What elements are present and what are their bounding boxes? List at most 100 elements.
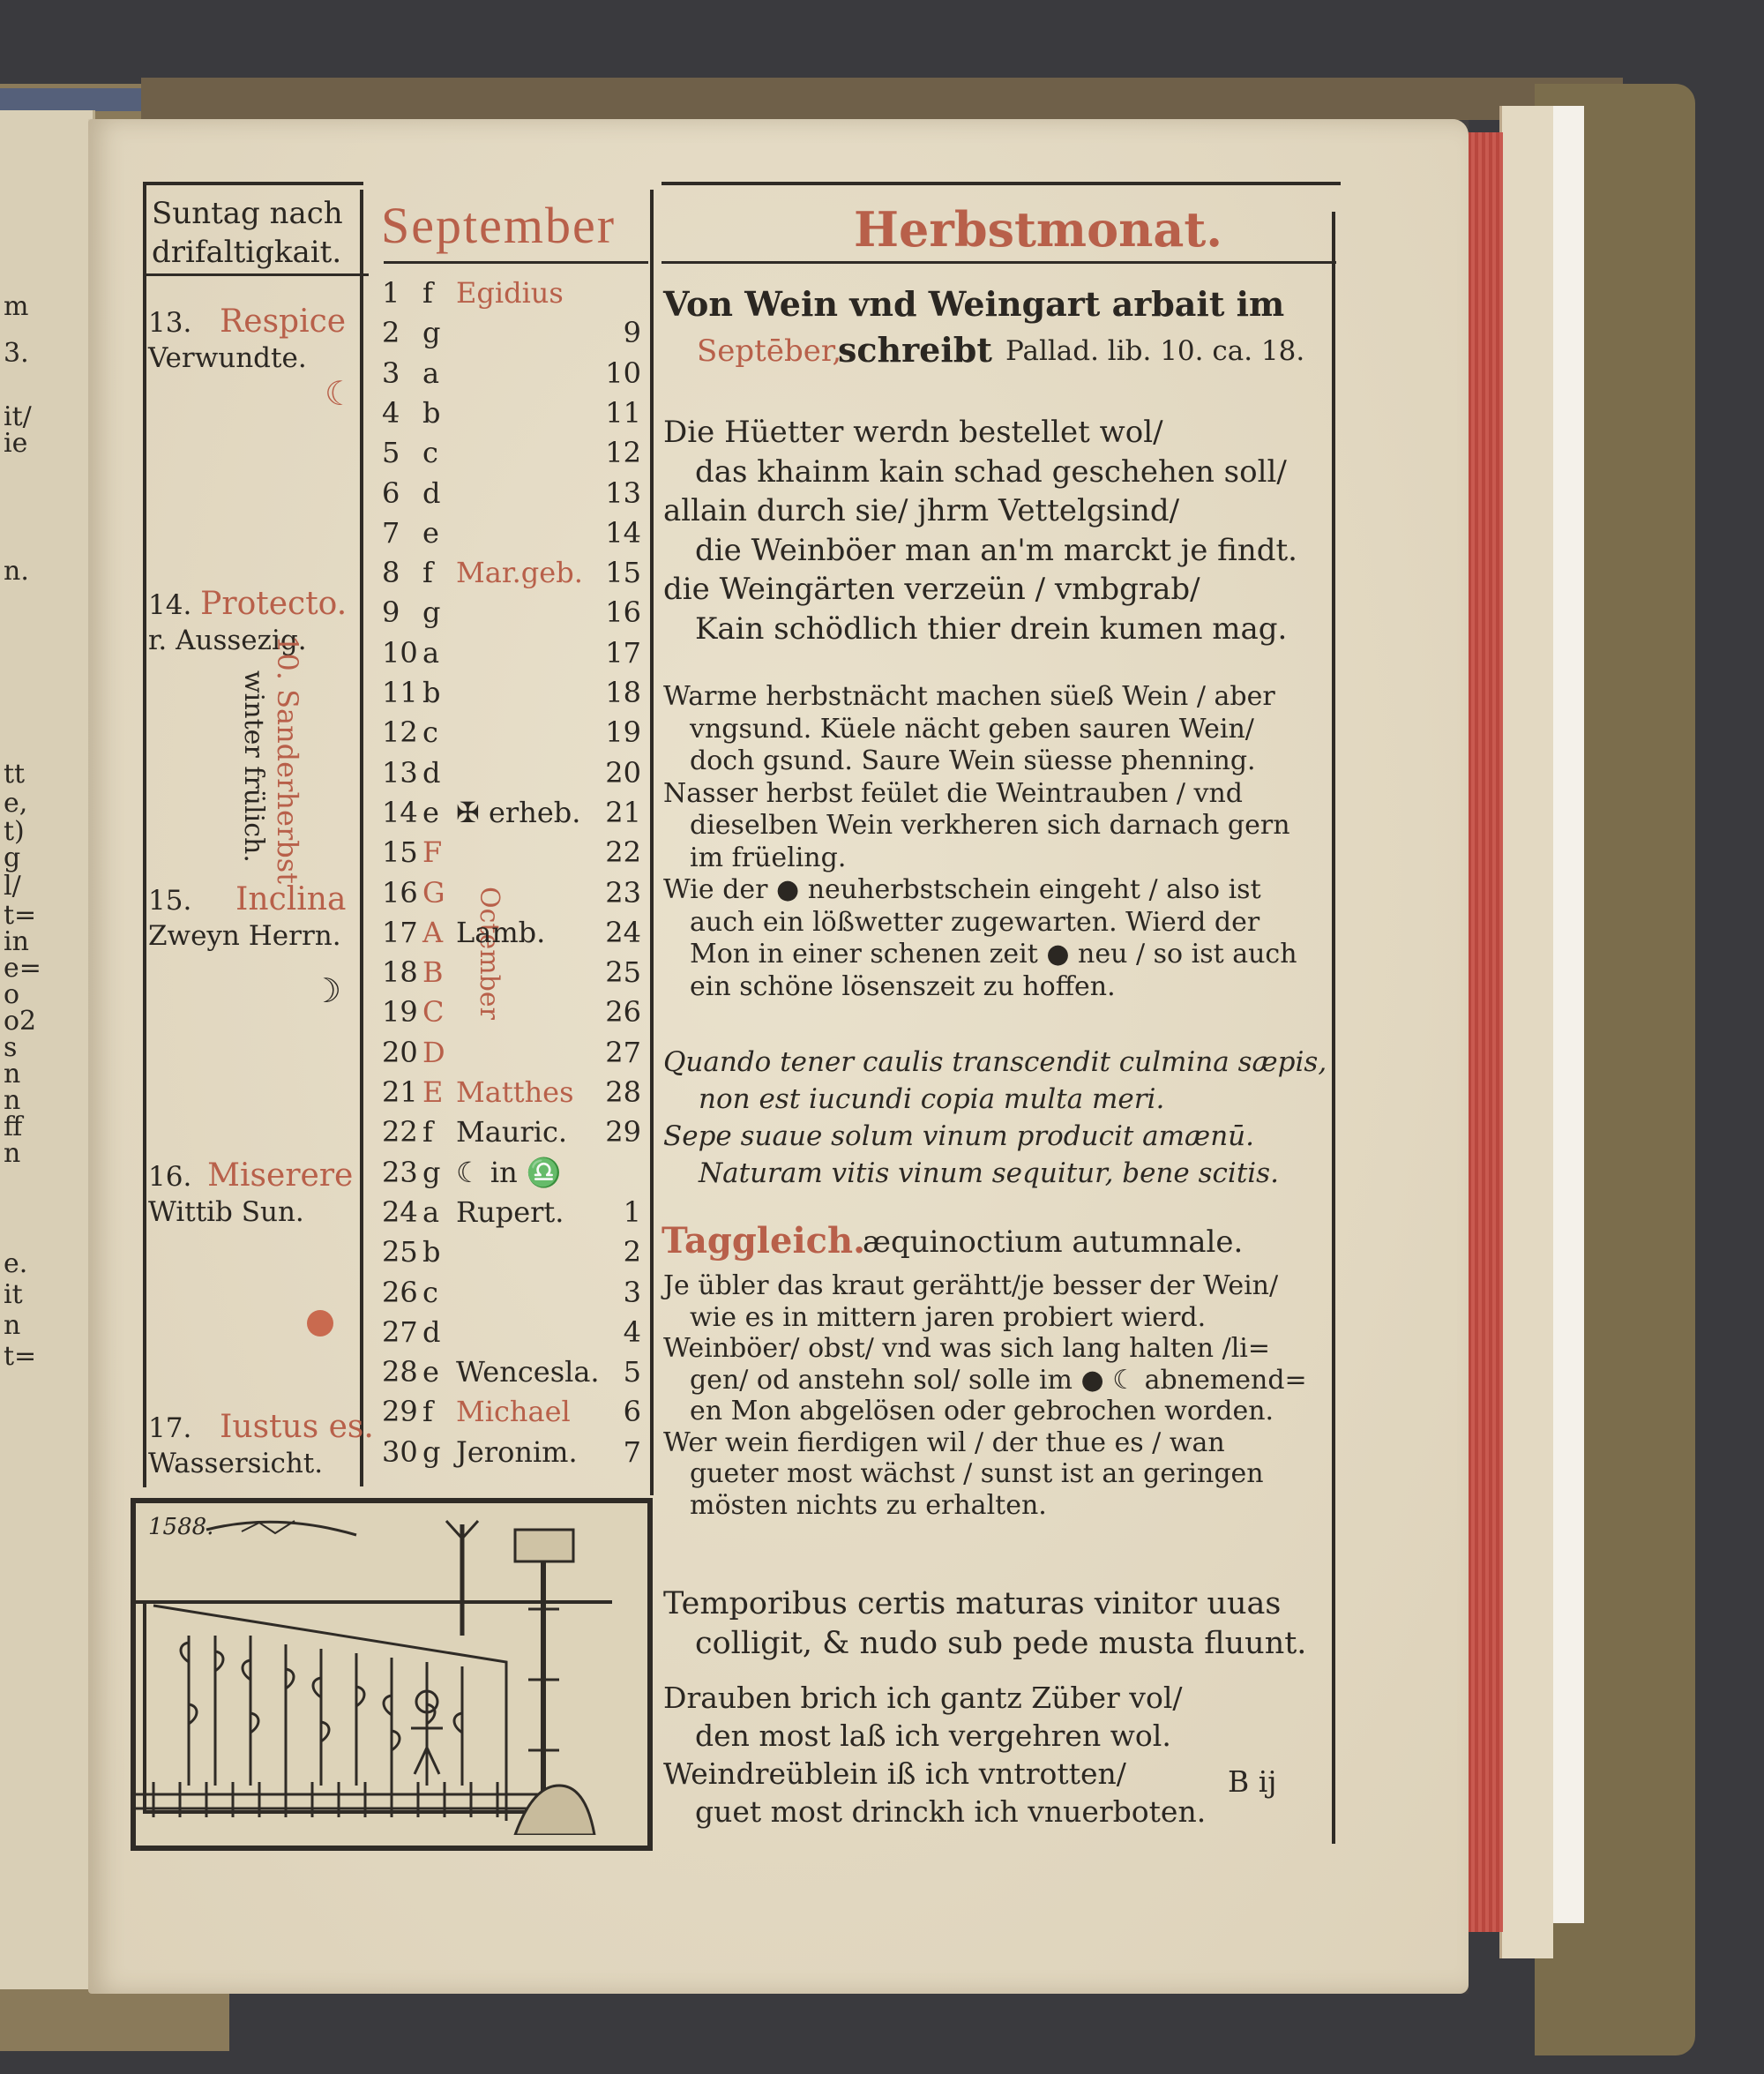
page-edge-white	[1549, 106, 1584, 1923]
calendar-dominical-letter: b	[422, 1235, 441, 1269]
calendar-day: 17	[382, 915, 418, 949]
calendar-dominical-letter: a	[422, 356, 440, 390]
calendar-day: 10	[382, 635, 418, 670]
calendar-saint: Matthes	[456, 1075, 574, 1109]
chapter-title-schreibt: schreibt	[838, 330, 992, 370]
verse1-line: allain durch sie/ jhrm Vettelgsind/	[663, 493, 1180, 528]
rule-under-month	[384, 261, 648, 264]
taggleich-heading: Taggleich.	[662, 1220, 865, 1262]
calendar-dominical-letter: g	[422, 1434, 441, 1469]
left-page-fragment: in	[4, 926, 29, 957]
calendar-day: 20	[382, 1035, 418, 1069]
calendar-lunar-number: 23	[605, 875, 641, 910]
prose1-line: auch ein lößwetter zugewarten. Wierd der	[690, 906, 1260, 938]
left-page-fragment: l/	[4, 871, 21, 902]
calendar-day: 8	[382, 556, 400, 590]
left-page-fragment: n	[4, 1138, 21, 1169]
calendar-dominical-letter: e	[422, 515, 439, 550]
calendar-day: 16	[382, 875, 418, 910]
equinox-text: æquinoctium autumnale.	[863, 1224, 1244, 1260]
calendar-dominical-letter: C	[422, 995, 445, 1030]
calendar-dominical-letter: a	[422, 635, 440, 670]
calendar-dominical-letter: b	[422, 676, 441, 709]
week-gospel: Zweyn Herrn.	[148, 920, 341, 952]
calendar-lunar-number: 25	[605, 955, 641, 990]
prose1-line: Mon in einer schenen zeit ● neu / so ist…	[690, 939, 1297, 970]
left-page-fragment: e.	[4, 1248, 28, 1279]
calendar-dominical-letter: f	[422, 556, 433, 590]
rule-left-outer	[143, 182, 146, 1487]
calendar-lunar-number: 14	[605, 515, 641, 550]
calendar-day: 11	[382, 676, 418, 709]
left-page-fragment: m	[4, 291, 29, 322]
calendar-day: 9	[382, 595, 400, 630]
rule-right-outer	[1332, 212, 1335, 1844]
calendar-lunar-number: 22	[605, 835, 641, 870]
left-page-fragment: ff	[4, 1112, 23, 1142]
moon-phase-icon: ☾	[325, 374, 355, 413]
rule-top-left	[143, 182, 363, 185]
calendar-day: 18	[382, 955, 418, 990]
week-heading-line1: Suntag nach	[152, 196, 343, 231]
latin1-line: non est iucundi copia multa meri.	[699, 1083, 1165, 1115]
calendar-dominical-letter: a	[422, 1194, 440, 1229]
week-number: 17.	[148, 1412, 192, 1444]
week-number: 13.	[148, 307, 192, 339]
calendar-day: 3	[382, 356, 400, 390]
week-gospel: Wittib Sun.	[148, 1196, 304, 1228]
calendar-day: 29	[382, 1395, 418, 1429]
prose1-line: vngsund. Küele nächt geben sauren Wein/	[690, 713, 1254, 745]
chapter-title-line1: Von Wein vnd Weingart arbait im	[663, 284, 1285, 324]
prose2-line: gen/ od anstehn sol/ solle im ● ☾ abneme…	[690, 1364, 1307, 1396]
vertical-note-winter: winter frülich.	[238, 670, 269, 863]
left-page-fragment: n.	[4, 556, 29, 587]
rule-top-right	[662, 182, 1341, 185]
calendar-lunar-number: 26	[605, 995, 641, 1030]
latin1-line: Naturam vitis vinum sequitur, bene sciti…	[699, 1157, 1279, 1189]
calendar-dominical-letter: F	[422, 835, 443, 870]
left-page-fragment: t=	[4, 900, 37, 931]
calendar-dominical-letter: c	[422, 436, 438, 470]
verse2-line: guet most drinckh ich vnuerboten.	[695, 1794, 1207, 1829]
week-15: 15. Inclina Zweyn Herrn. ☽	[148, 882, 346, 1011]
week-13: 13. Respice Verwundte. ☾	[148, 304, 355, 414]
calendar-day: 23	[382, 1155, 418, 1189]
calendar-day: 5	[382, 436, 400, 470]
week-introit: Iustus es.	[220, 1409, 374, 1445]
calendar-saint: Mauric.	[456, 1115, 568, 1149]
calendar-lunar-number: 29	[605, 1115, 641, 1149]
calendar-day: 30	[382, 1434, 418, 1469]
calendar-lunar-number: 1	[623, 1194, 641, 1229]
calendar-saint: Mar.geb.	[456, 556, 583, 590]
week-gospel: Verwundte.	[148, 342, 307, 374]
left-page-fragment: n	[4, 1310, 21, 1341]
left-page-fragment: 3.	[4, 338, 29, 369]
calendar-lunar-number: 18	[605, 676, 641, 709]
calendar-lunar-number: 16	[605, 595, 641, 630]
week-introit: Protecto.	[200, 586, 348, 622]
calendar-lunar-number: 24	[605, 915, 641, 949]
week-gospel: r. Aussezig.	[148, 625, 307, 656]
left-page-fragment: e,	[4, 788, 28, 819]
moon-phase-icon: ☽	[311, 971, 342, 1010]
calendar-day: 12	[382, 715, 418, 750]
calendar-dominical-letter: c	[422, 715, 438, 750]
verse1-line: die Weinböer man an'm marckt je findt.	[695, 532, 1297, 568]
calendar-dominical-letter: f	[422, 276, 433, 310]
prose1-line: dieselben Wein verkheren sich darnach ge…	[690, 810, 1290, 841]
verse2-line: den most laß ich vergehren wol.	[695, 1718, 1171, 1753]
calendar-saint: ☾ in ♎	[456, 1155, 562, 1189]
left-page-fragment: n	[4, 1059, 21, 1089]
month-german-title: Herbstmonat.	[854, 201, 1223, 258]
